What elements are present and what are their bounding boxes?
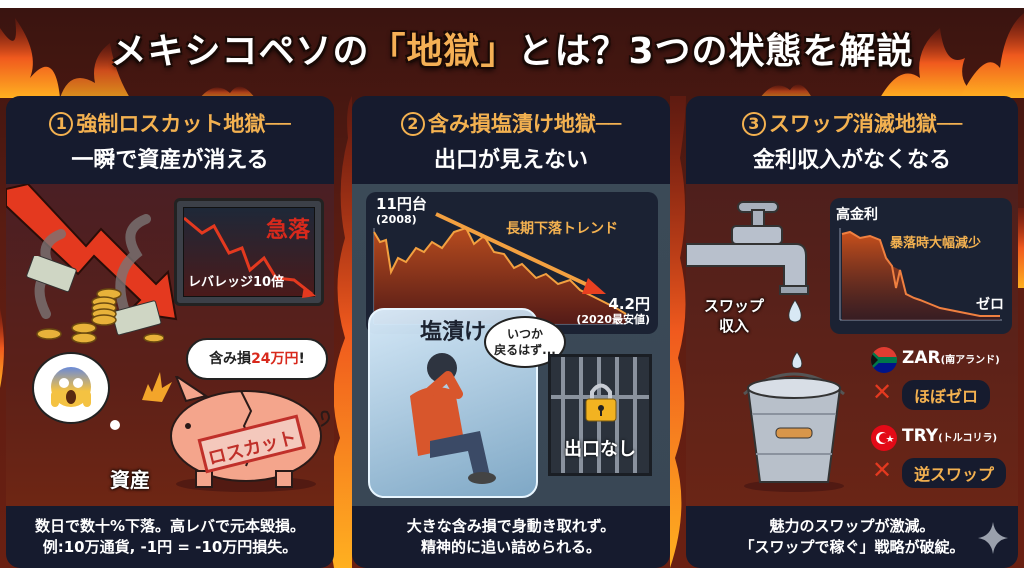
panel-subheading: 一瞬で資産が消える xyxy=(71,148,269,173)
trend-arrow-icon xyxy=(582,278,606,294)
panel-footer: 数日で数十%下落。高レバで元本毀損。 例:10万通貨, -1円 = -10万円損… xyxy=(6,506,334,568)
broken-piggy-bank-icon xyxy=(170,376,330,492)
currency-code: TRY xyxy=(902,426,939,446)
asset-label: 資産 xyxy=(110,468,150,492)
title-highlight: 「地獄」 xyxy=(369,31,518,72)
thought-dot xyxy=(110,420,120,430)
screaming-face-icon xyxy=(51,367,91,407)
page-title: メキシコペソの「地獄」とは？3つの状態を解説 xyxy=(110,31,914,72)
flames-background-icon xyxy=(0,13,1024,568)
panel-illustration: 急落 レバレッジ10倍 含み損24万円! xyxy=(6,184,334,506)
money-icon xyxy=(26,256,77,293)
panel-subheading: 出口が見えない xyxy=(433,148,588,173)
panel-footer: 魅力のスワップが激減。 「スワップで稼ぐ」戦略が破綻。 xyxy=(686,506,1018,568)
coins-icon xyxy=(26,256,164,344)
number-badge: 1 xyxy=(49,112,74,136)
panel-heading: スワップ消滅地獄 xyxy=(768,112,937,136)
sparkle-icon xyxy=(978,522,1008,554)
bucket-icon xyxy=(743,372,845,492)
trend-label: 長期下落トレンド xyxy=(506,221,618,237)
sitting-person-icon xyxy=(410,353,496,484)
currency-code: ZAR xyxy=(902,348,941,368)
x-mark-icon: ✕ xyxy=(872,378,893,406)
panel-illustration: 11円台 (2008) 長期下落トレンド 4.2円 (2020最安値) 塩漬け xyxy=(352,184,670,506)
panel-subheading: 金利収入がなくなる xyxy=(752,148,951,173)
x-mark-icon: ✕ xyxy=(872,456,893,484)
faucet-icon xyxy=(686,201,809,295)
monitor-icon: 急落 レバレッジ10倍 xyxy=(174,198,324,306)
crash-chart-icon xyxy=(184,216,316,298)
panel-heading: 強制ロスカット地獄 xyxy=(76,112,266,136)
panel-heading: 含み損塩漬け地獄 xyxy=(427,112,596,136)
thought-bubble xyxy=(32,352,110,424)
ice-label: 塩漬け xyxy=(419,320,486,345)
drop-label: 暴落時大幅減少 xyxy=(890,236,982,251)
water-drop-icon xyxy=(791,352,803,369)
status-badge: ほぼゼロ xyxy=(902,380,991,410)
no-exit-label: 出口なし xyxy=(564,439,636,460)
loss-speech-bubble: 含み損24万円! xyxy=(186,338,328,380)
jail-bars-icon: 出口なし xyxy=(548,354,652,476)
panel-illustration: スワップ 収入 高金利 暴落時大幅減少 ゼロ xyxy=(686,184,1018,506)
turkey-flag-icon xyxy=(871,425,897,451)
leverage-label: レバレッジ10倍 xyxy=(188,275,285,290)
chart-start-label: 11円台 (2008) xyxy=(376,195,427,226)
high-rate-label: 高金利 xyxy=(836,207,878,223)
swap-income-label: スワップ 収入 xyxy=(704,297,765,335)
status-badge: 逆スワップ xyxy=(902,458,1007,488)
zero-label: ゼロ xyxy=(976,297,1004,313)
crash-label: 急落 xyxy=(265,218,310,243)
south-africa-flag-icon xyxy=(871,347,897,373)
swap-rate-chart: 高金利 暴落時大幅減少 ゼロ xyxy=(830,198,1012,334)
currency-name: (トルコリラ) xyxy=(938,433,998,444)
panel-footer: 大きな含み損で身動き取れず。 精神的に追い詰められる。 xyxy=(352,506,670,568)
currency-name: (南アランド) xyxy=(940,355,1000,366)
down-arrow-icon xyxy=(6,184,178,321)
water-drop-icon xyxy=(788,300,802,323)
chart-end-label: 4.2円 (2020最安値) xyxy=(576,295,650,326)
padlock-icon xyxy=(585,383,617,422)
number-badge: 3 xyxy=(741,112,766,136)
burst-icon xyxy=(142,372,172,402)
number-badge: 2 xyxy=(400,112,425,136)
